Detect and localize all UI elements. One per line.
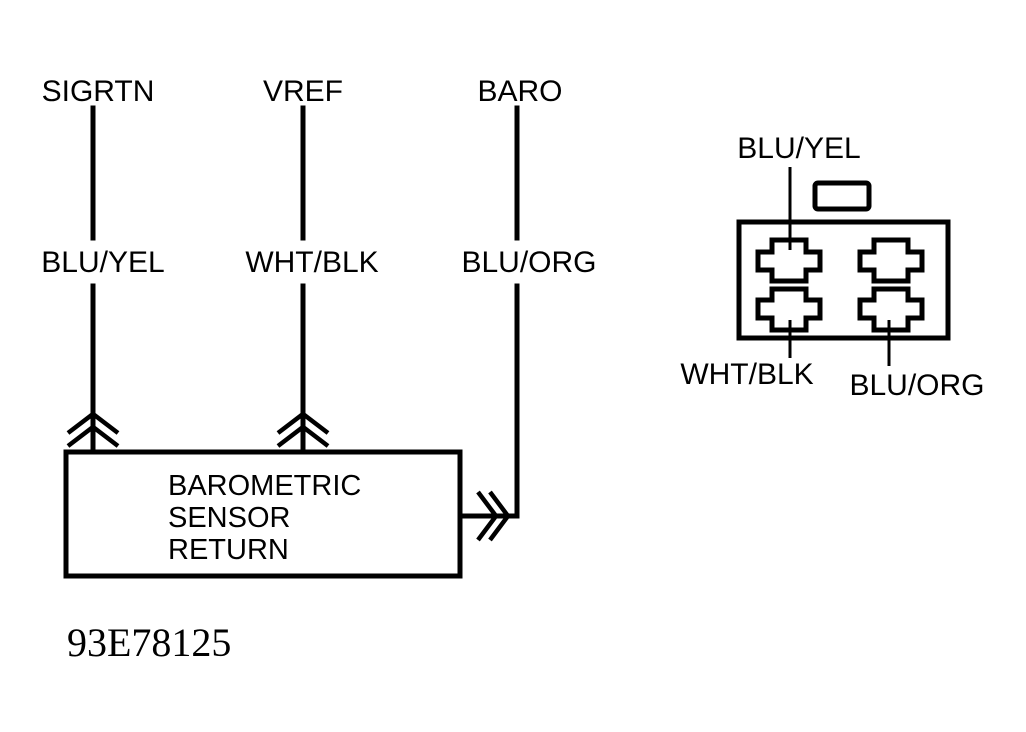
wire-color-label-baro: BLU/ORG (461, 246, 596, 279)
signal-label-baro: BARO (477, 75, 562, 108)
signal-label-vref: VREF (263, 75, 343, 108)
connector-housing (736, 219, 951, 341)
wire-vref: VREF WHT/BLK (245, 75, 379, 453)
connector-pin-cavity-top-right (857, 237, 925, 284)
sensor-outline (63, 449, 463, 579)
connector-pin-cavity-top-left (755, 237, 823, 284)
sensor-label-line-1: BAROMETRIC (168, 470, 361, 502)
barometric-sensor-box: BAROMETRIC SENSOR RETURN (63, 449, 463, 579)
connector-arrow-vref (276, 411, 330, 448)
wire-baro: BARO BLU/ORG (459, 75, 597, 542)
connector-pin-label-top-left: BLU/YEL (737, 132, 860, 165)
sensor-label-line-2: SENSOR (168, 502, 290, 534)
connector-pin-cavity-bottom-left (755, 286, 823, 333)
wire-sigrtn: SIGRTN BLU/YEL (41, 75, 165, 453)
wire-color-label-sigrtn: BLU/YEL (41, 246, 164, 279)
connector-pin-label-bottom-right: BLU/ORG (849, 369, 984, 402)
connector-pin-cavity-bottom-right (857, 286, 925, 333)
connector-arrow-baro (476, 490, 511, 542)
connector-arrow-sigrtn (66, 411, 120, 448)
wire-color-label-vref: WHT/BLK (245, 246, 378, 279)
signal-label-sigrtn: SIGRTN (42, 75, 155, 108)
connector-pin-label-bottom-left: WHT/BLK (680, 358, 813, 391)
connector-latch (812, 180, 872, 212)
connector-face-view: BLU/YEL WHT/BLK BLU/ORG (680, 132, 984, 402)
figure-code: 93E78125 (67, 620, 231, 665)
sensor-label-line-3: RETURN (168, 534, 289, 566)
